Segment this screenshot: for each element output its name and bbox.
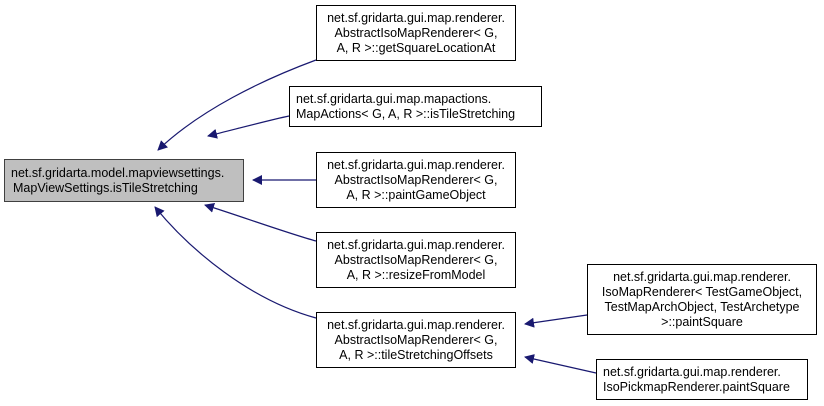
caller-node-mapactions-isTileStretching[interactable]: net.sf.gridarta.gui.map.mapactions. MapA… bbox=[289, 86, 542, 127]
node-label-line: net.sf.gridarta.gui.map.renderer. bbox=[327, 317, 505, 332]
edge-n6-to-n5 bbox=[524, 314, 588, 328]
node-label-line: IsoPickmapRenderer.paintSquare bbox=[603, 379, 790, 394]
caller-node-IsoMapRenderer-paintSquare[interactable]: net.sf.gridarta.gui.map.renderer. IsoMap… bbox=[587, 264, 817, 335]
node-label-line: A, R >::paintGameObject bbox=[346, 187, 486, 202]
node-label-line: IsoMapRenderer< TestGameObject, bbox=[601, 284, 803, 299]
edge-n1-to-main bbox=[157, 59, 317, 151]
node-label-line: net.sf.gridarta.gui.map.renderer. bbox=[603, 364, 781, 379]
node-label-line: net.sf.gridarta.gui.map.renderer. bbox=[327, 237, 505, 252]
node-label-line: AbstractIsoMapRenderer< G, bbox=[334, 25, 498, 40]
node-label-line: A, R >::resizeFromModel bbox=[346, 267, 486, 282]
main-node-isTileStretching[interactable]: net.sf.gridarta.model.mapviewsettings. M… bbox=[4, 159, 244, 202]
caller-node-tileStretchingOffsets[interactable]: net.sf.gridarta.gui.map.renderer. Abstra… bbox=[316, 312, 516, 368]
caller-node-paintGameObject[interactable]: net.sf.gridarta.gui.map.renderer. Abstra… bbox=[316, 152, 516, 208]
node-label-line: AbstractIsoMapRenderer< G, bbox=[334, 332, 498, 347]
node-label-line: net.sf.gridarta.gui.map.renderer. bbox=[327, 157, 505, 172]
node-label-line: TestMapArchObject, TestArchetype bbox=[604, 299, 800, 314]
node-label-line: AbstractIsoMapRenderer< G, bbox=[334, 172, 498, 187]
node-label-line: A, R >::tileStretchingOffsets bbox=[339, 347, 493, 362]
node-label-line: >::paintSquare bbox=[661, 314, 743, 329]
edge-n7-to-n5 bbox=[524, 354, 597, 374]
node-label-line: MapActions< G, A, R >::isTileStretching bbox=[296, 106, 516, 121]
node-label-line: AbstractIsoMapRenderer< G, bbox=[334, 252, 498, 267]
caller-node-getSquareLocationAt[interactable]: net.sf.gridarta.gui.map.renderer. Abstra… bbox=[316, 5, 516, 61]
node-label-line: net.sf.gridarta.model.mapviewsettings. bbox=[11, 165, 225, 180]
node-label-line: net.sf.gridarta.gui.map.renderer. bbox=[327, 10, 505, 25]
node-label-line: A, R >::getSquareLocationAt bbox=[336, 40, 496, 55]
node-label-line: net.sf.gridarta.gui.map.renderer. bbox=[613, 269, 791, 284]
node-label-line: net.sf.gridarta.gui.map.mapactions. bbox=[296, 91, 492, 106]
edge-n5-to-main bbox=[154, 206, 317, 319]
edge-n2-to-main bbox=[207, 115, 290, 139]
edge-n4-to-main bbox=[204, 202, 317, 242]
node-label-line: MapViewSettings.isTileStretching bbox=[13, 180, 198, 195]
caller-node-IsoPickmapRenderer-paintSquare[interactable]: net.sf.gridarta.gui.map.renderer. IsoPic… bbox=[596, 359, 808, 400]
caller-node-resizeFromModel[interactable]: net.sf.gridarta.gui.map.renderer. Abstra… bbox=[316, 232, 516, 288]
